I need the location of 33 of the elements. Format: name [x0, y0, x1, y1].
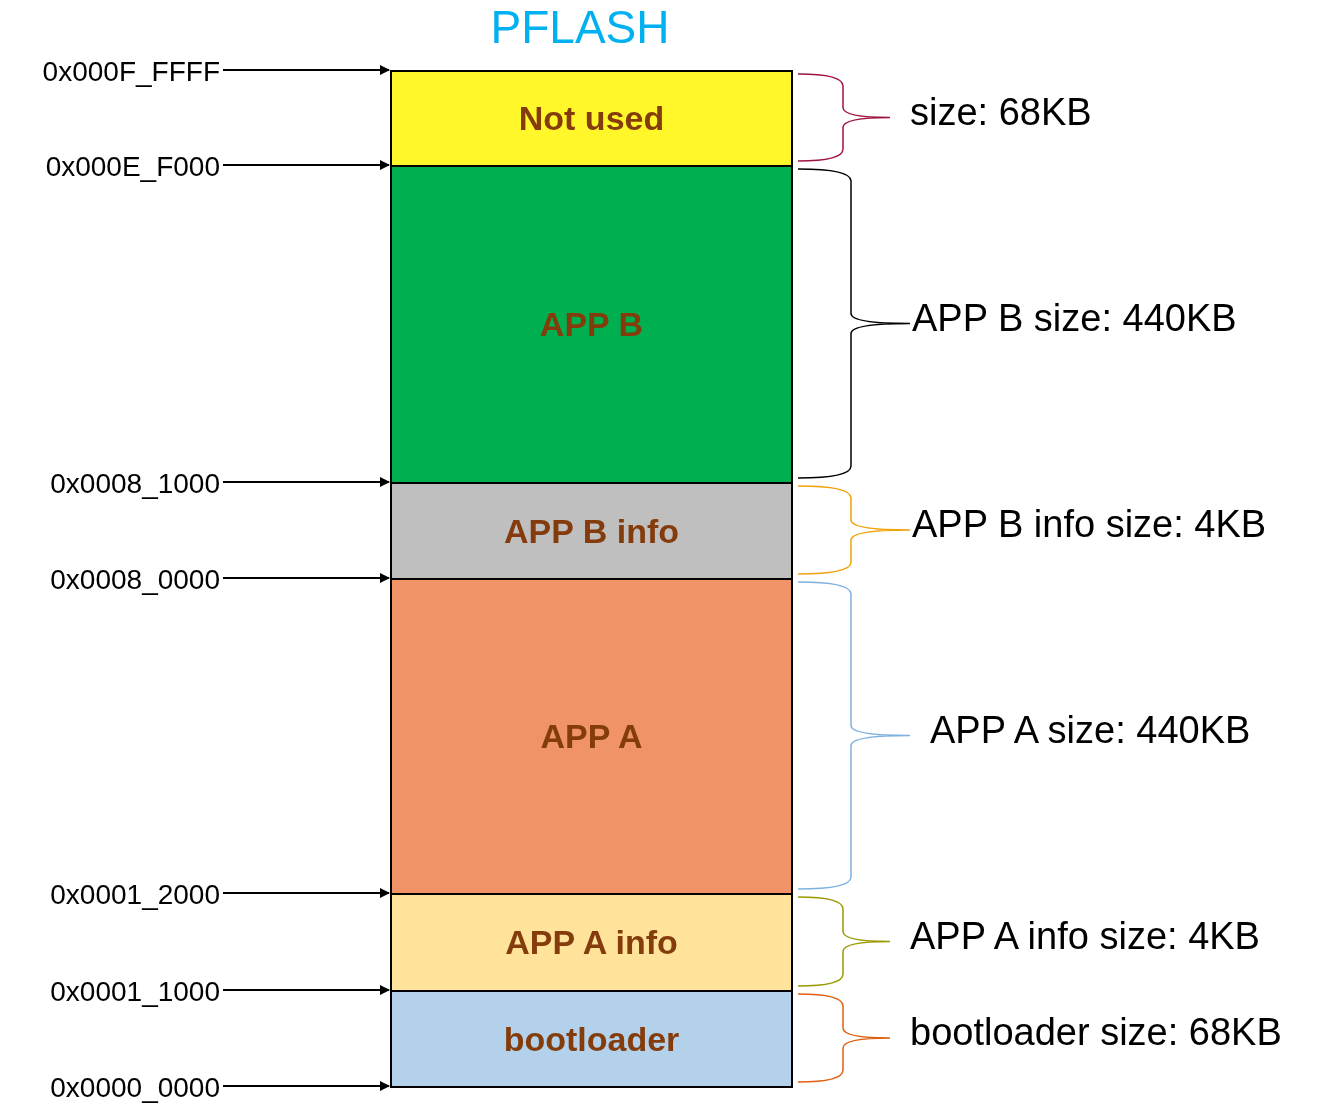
address-label: 0x0000_0000	[0, 1072, 220, 1104]
size-label: APP A size: 440KB	[930, 708, 1251, 751]
region-name: bootloader	[503, 1019, 680, 1059]
arrow	[222, 1081, 390, 1091]
memory-region	[390, 990, 793, 1088]
address-label: 0x0008_0000	[0, 564, 220, 596]
arrow	[222, 573, 390, 583]
memory-region	[390, 578, 793, 895]
address-label: 0x0008_1000	[0, 468, 220, 500]
diagram-title: PFLASH	[489, 0, 671, 54]
arrow	[222, 985, 390, 995]
memory-region	[390, 70, 793, 167]
size-label: APP A info size: 4KB	[910, 914, 1260, 957]
address-label: 0x0001_2000	[0, 879, 220, 911]
address-label: 0x0001_1000	[0, 976, 220, 1008]
region-name: APP A	[540, 717, 643, 756]
arrow	[222, 888, 390, 898]
size-label: APP B info size: 4KB	[912, 502, 1267, 546]
region-name: Not used	[518, 99, 665, 138]
arrow	[222, 160, 390, 170]
address-label: 0x000E_F000	[0, 151, 220, 183]
address-label: 0x000F_FFFF	[0, 56, 220, 88]
memory-region	[390, 165, 793, 484]
size-label: APP B size: 440KB	[912, 296, 1237, 339]
region-name: APP B info	[503, 511, 679, 551]
size-label: size: 68KB	[910, 90, 1092, 133]
memory-region	[390, 893, 793, 992]
arrow	[222, 65, 390, 75]
region-name: APP B	[539, 305, 644, 344]
memory-region	[390, 482, 793, 580]
size-label: bootloader size: 68KB	[910, 1010, 1282, 1054]
arrow	[222, 477, 390, 487]
region-name: APP A info	[505, 923, 678, 962]
